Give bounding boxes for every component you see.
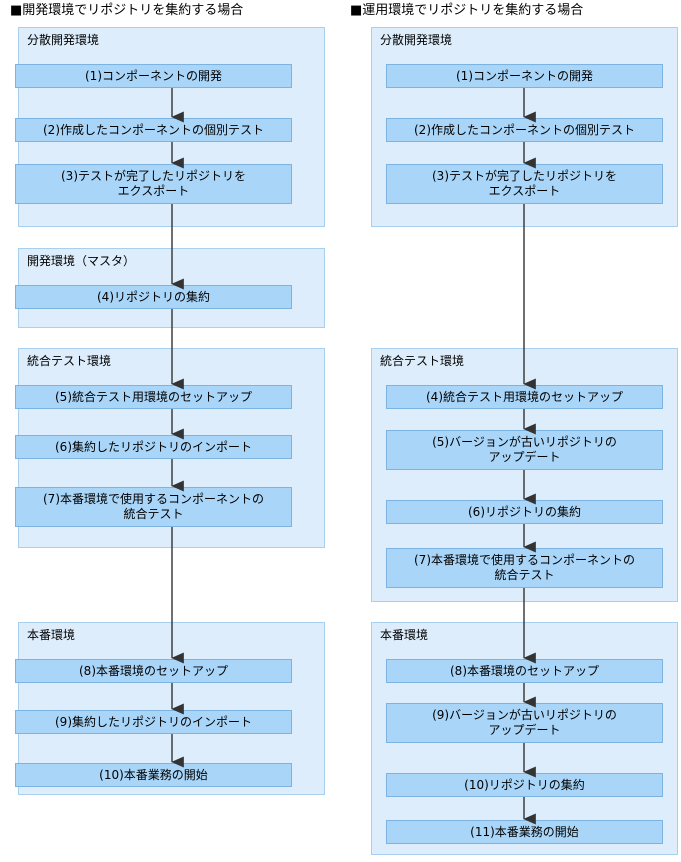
- step-label: (6)リポジトリの集約: [468, 504, 581, 519]
- step-box: (7)本番環境で使用するコンポーネントの統合テスト: [386, 548, 663, 588]
- step-box: (1)コンポーネントの開発: [386, 64, 663, 88]
- step-box: (8)本番環境のセットアップ: [386, 659, 663, 683]
- step-box: (11)本番業務の開始: [386, 820, 663, 844]
- step-box: (8)本番環境のセットアップ: [15, 659, 292, 683]
- step-label: (7)本番環境で使用するコンポーネントの統合テスト: [43, 492, 264, 521]
- step-label: (6)集約したリポジトリのインポート: [55, 439, 252, 454]
- column-operations-consolidation: ■運用環境でリポジトリを集約する場合 分散開発環境 (1)コンポーネントの開発 …: [340, 0, 680, 862]
- step-box: (9)バージョンが古いリポジトリのアップデート: [386, 703, 663, 743]
- step-label: (4)リポジトリの集約: [97, 289, 210, 304]
- step-box: (2)作成したコンポーネントの個別テスト: [15, 118, 292, 142]
- step-label: (1)コンポーネントの開発: [85, 68, 222, 83]
- step-box: (6)リポジトリの集約: [386, 500, 663, 524]
- step-label: (10)リポジトリの集約: [464, 777, 585, 792]
- environment-label: 統合テスト環境: [380, 354, 465, 368]
- step-label: (10)本番業務の開始: [99, 767, 208, 782]
- step-box: (7)本番環境で使用するコンポーネントの統合テスト: [15, 487, 292, 527]
- step-label: (3)テストが完了したリポジトリをエクスポート: [432, 169, 617, 198]
- step-label: (2)作成したコンポーネントの個別テスト: [414, 122, 635, 137]
- step-label: (11)本番業務の開始: [470, 824, 579, 839]
- step-box: (6)集約したリポジトリのインポート: [15, 435, 292, 459]
- step-box: (10)リポジトリの集約: [386, 773, 663, 797]
- step-label: (4)統合テスト用環境のセットアップ: [426, 389, 623, 404]
- step-label: (3)テストが完了したリポジトリをエクスポート: [61, 169, 246, 198]
- environment-label: 本番環境: [27, 628, 76, 642]
- step-label: (8)本番環境のセットアップ: [79, 663, 228, 678]
- step-box: (3)テストが完了したリポジトリをエクスポート: [15, 164, 292, 204]
- step-label: (2)作成したコンポーネントの個別テスト: [43, 122, 264, 137]
- environment-label: 分散開発環境: [380, 33, 453, 47]
- column-title: ■運用環境でリポジトリを集約する場合: [350, 3, 584, 18]
- step-box: (4)統合テスト用環境のセットアップ: [386, 385, 663, 409]
- column-title: ■開発環境でリポジトリを集約する場合: [10, 3, 244, 18]
- step-label: (9)バージョンが古いリポジトリのアップデート: [432, 708, 617, 737]
- step-box: (9)集約したリポジトリのインポート: [15, 710, 292, 734]
- environment-label: 本番環境: [380, 628, 429, 642]
- step-box: (10)本番業務の開始: [15, 763, 292, 787]
- step-box: (5)バージョンが古いリポジトリのアップデート: [386, 430, 663, 470]
- step-box: (1)コンポーネントの開発: [15, 64, 292, 88]
- step-label: (9)集約したリポジトリのインポート: [55, 714, 252, 729]
- step-label: (8)本番環境のセットアップ: [450, 663, 599, 678]
- step-box: (2)作成したコンポーネントの個別テスト: [386, 118, 663, 142]
- step-box: (3)テストが完了したリポジトリをエクスポート: [386, 164, 663, 204]
- step-label: (1)コンポーネントの開発: [456, 68, 593, 83]
- step-box: (5)統合テスト用環境のセットアップ: [15, 385, 292, 409]
- step-label: (5)バージョンが古いリポジトリのアップデート: [432, 435, 617, 464]
- step-label: (5)統合テスト用環境のセットアップ: [55, 389, 252, 404]
- environment-label: 分散開発環境: [27, 33, 100, 47]
- step-label: (7)本番環境で使用するコンポーネントの統合テスト: [414, 553, 635, 582]
- environment-label: 統合テスト環境: [27, 354, 112, 368]
- environment-label: 開発環境（マスタ）: [27, 254, 136, 268]
- column-development-consolidation: ■開発環境でリポジトリを集約する場合 分散開発環境 (1)コンポーネントの開発 …: [0, 0, 340, 862]
- step-box: (4)リポジトリの集約: [15, 285, 292, 309]
